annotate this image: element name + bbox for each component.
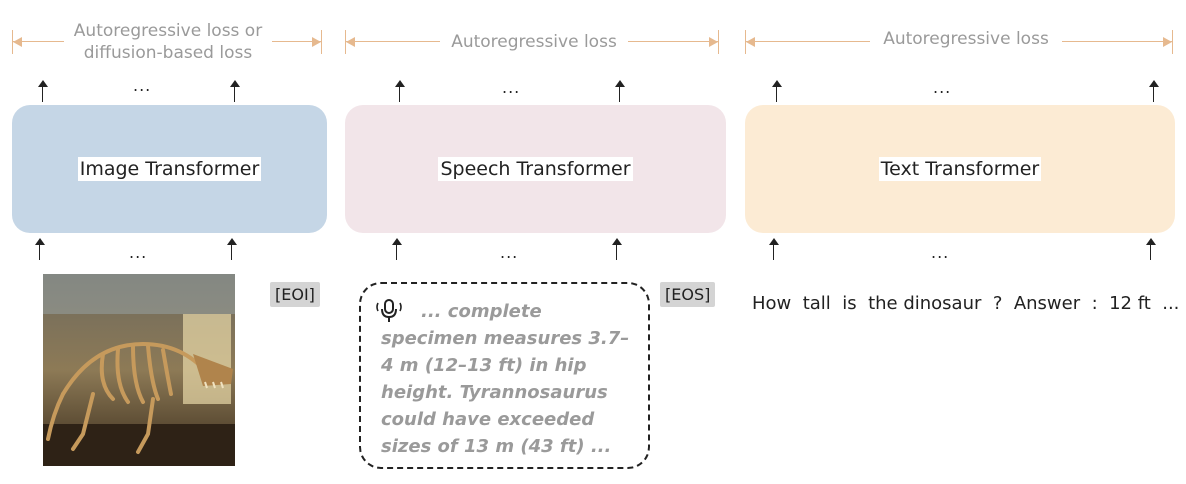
output-arrow [230,80,240,102]
loss-label-image-line1: Autoregressive loss or [73,21,263,41]
output-arrow [615,80,625,102]
speech-input-box: ... complete specimen measures 3.7–4 m (… [359,282,650,469]
loss-label-text: Autoregressive loss [870,28,1062,50]
input-ellipsis: ... [129,243,148,262]
end-of-image-token: [EOI] [270,282,320,307]
loss-label-speech: Autoregressive loss [440,31,628,53]
end-of-speech-token: [EOS] [660,282,716,307]
output-ellipsis: ... [933,78,952,97]
input-arrow [227,238,237,260]
input-ellipsis: ... [500,243,519,262]
speech-transcript-text: ... complete specimen measures 3.7–4 m (… [381,301,630,457]
text-transformer-label: Text Transformer [878,157,1042,181]
dinosaur-skeleton-image [43,274,235,466]
speech-transformer-box: Speech Transformer [345,105,726,233]
image-transformer-box: Image Transformer [12,105,327,233]
speech-transformer-label: Speech Transformer [438,157,633,181]
input-arrow [1146,238,1156,260]
output-ellipsis: ... [502,78,521,97]
input-ellipsis: ... [931,243,950,262]
input-arrow [392,238,402,260]
text-transformer-box: Text Transformer [745,105,1175,233]
input-arrow [612,238,622,260]
output-arrow [772,80,782,102]
microphone-icon [376,299,402,322]
text-input-tokens: How tall is the dinosaur ? Answer : 12 f… [752,293,1180,314]
loss-label-image-line2: diffusion-based loss [83,43,253,63]
output-ellipsis: ... [133,76,152,95]
loss-label-image: Autoregressive loss or diffusion-based l… [64,20,272,64]
image-transformer-label: Image Transformer [77,157,262,181]
output-arrow [1149,80,1159,102]
input-arrow [35,238,45,260]
input-arrow [769,238,779,260]
output-arrow [38,80,48,102]
output-arrow [395,80,405,102]
